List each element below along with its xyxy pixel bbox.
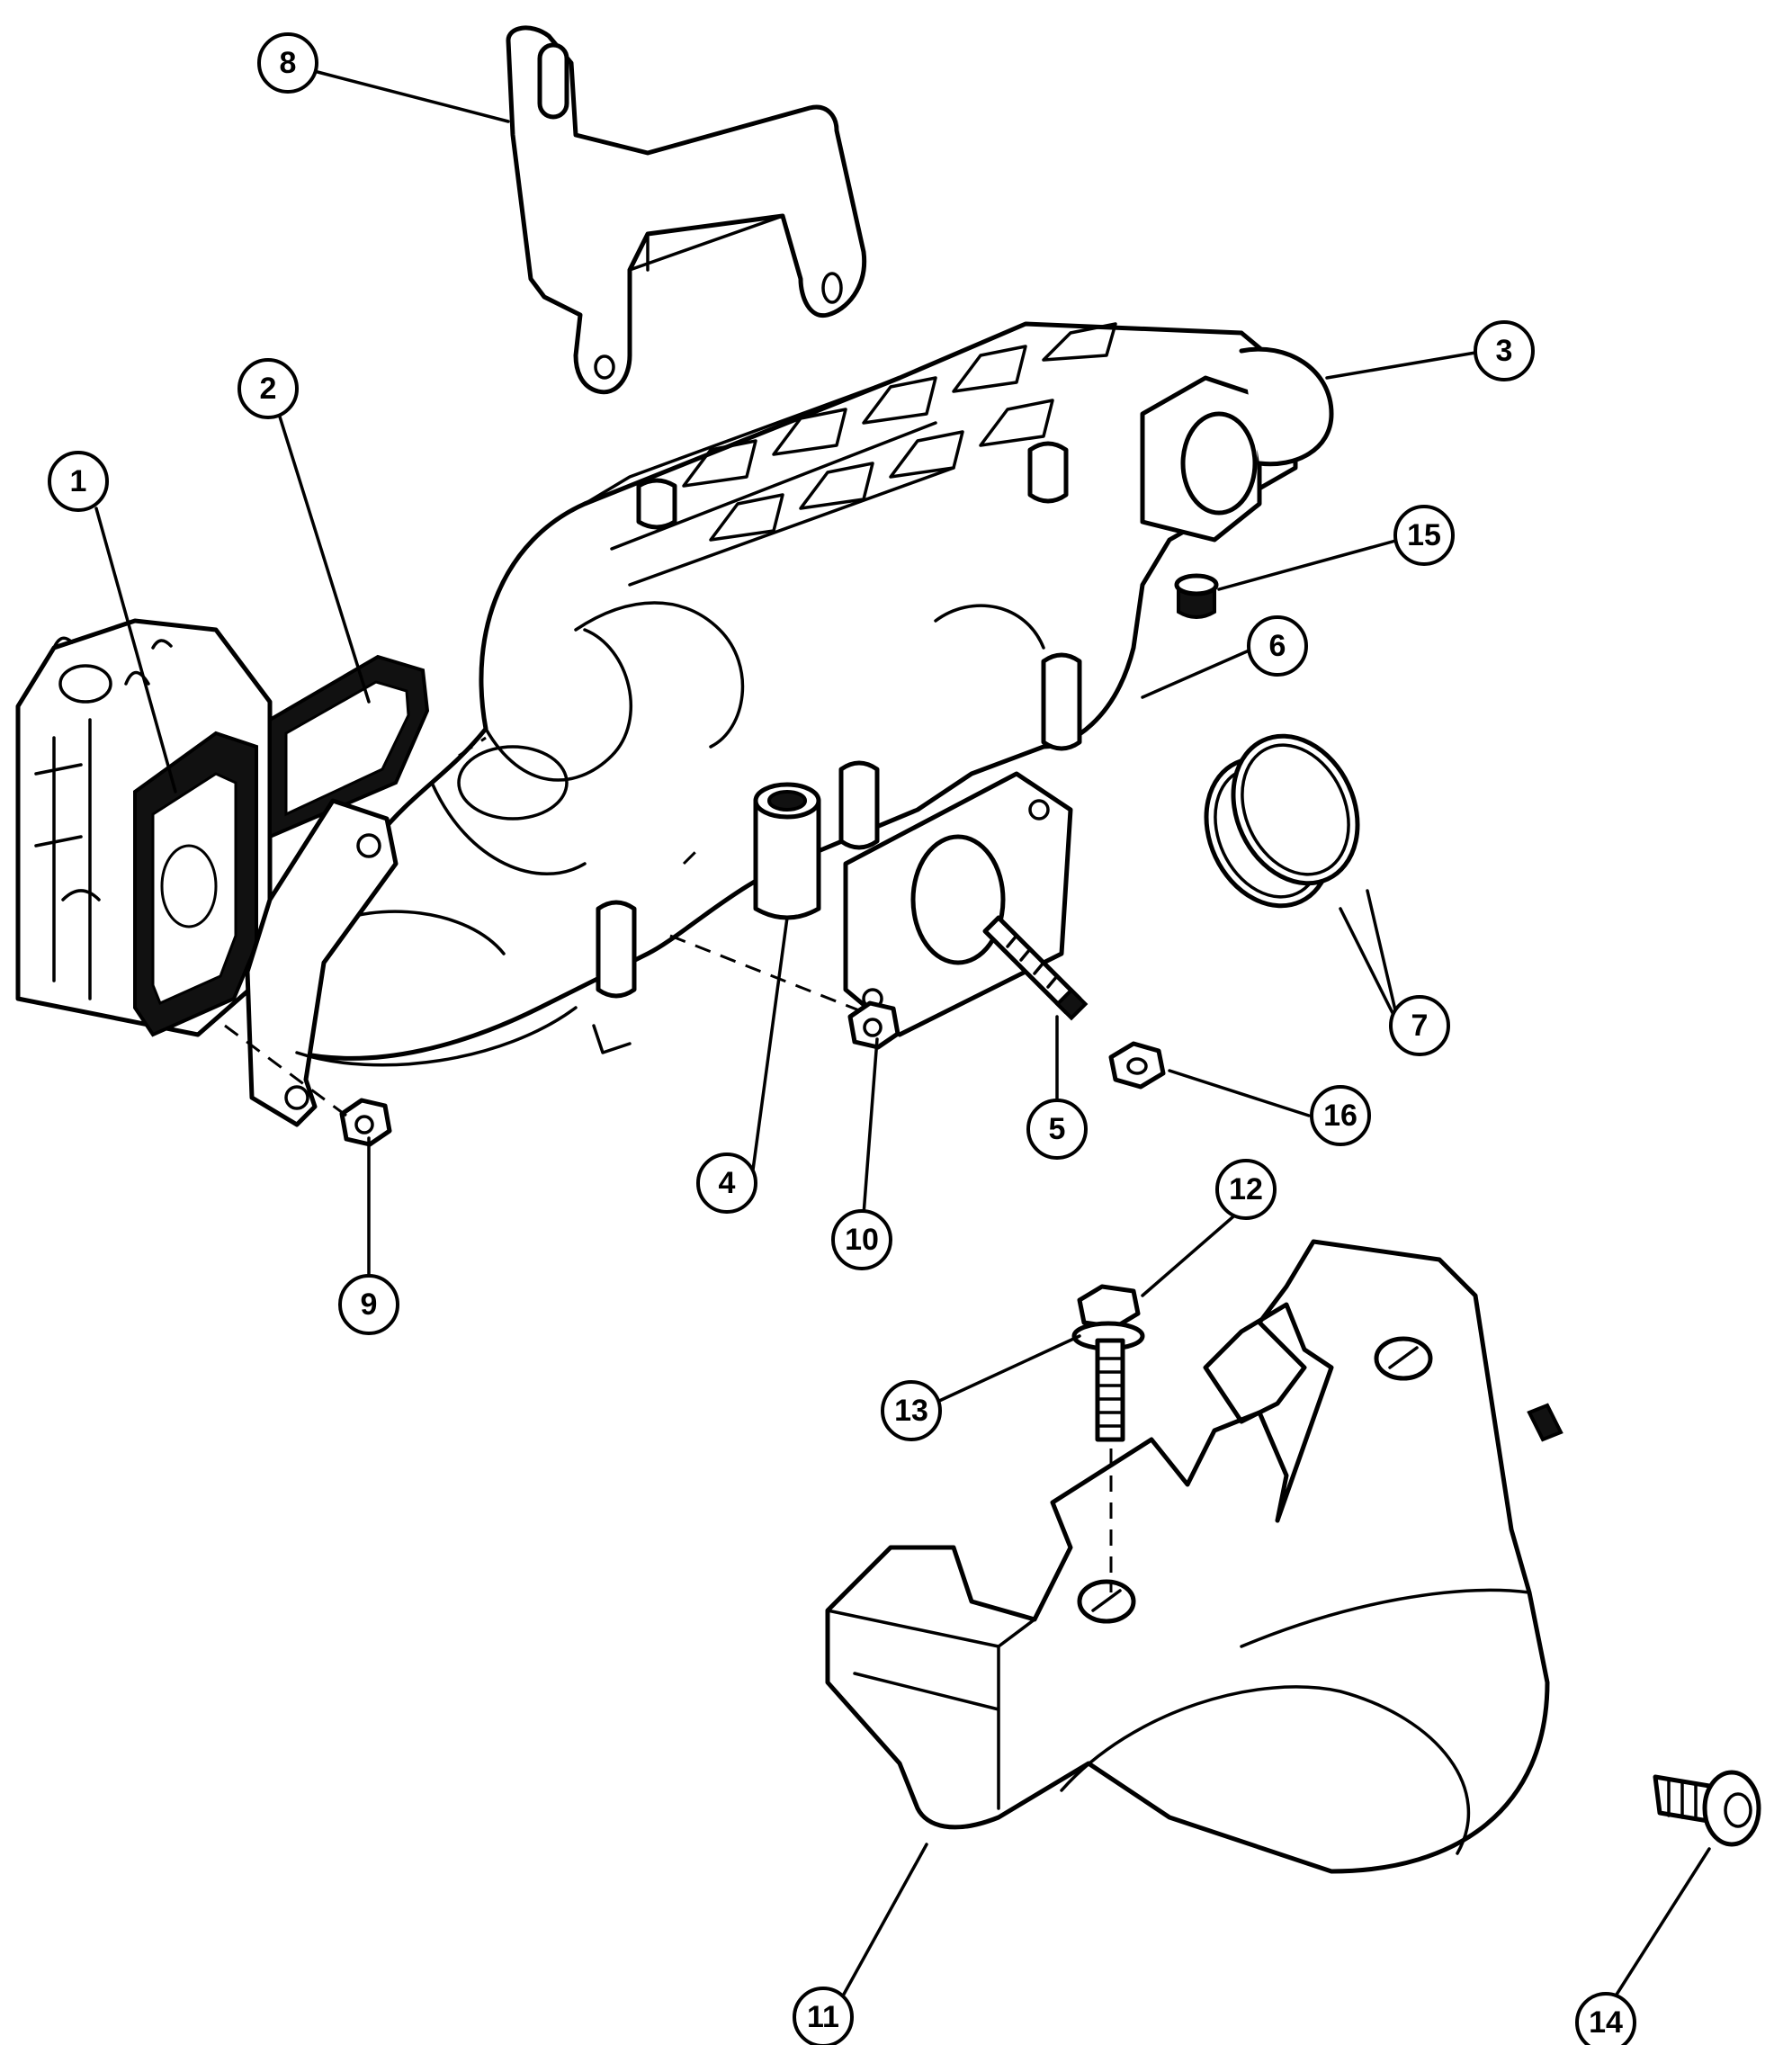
part-6-manifold <box>245 321 1334 1127</box>
callout-5-label: 5 <box>1049 1112 1066 1146</box>
part-7-clamps <box>1204 733 1360 909</box>
callout-11: 11 <box>793 1987 854 2045</box>
callout-15-label: 15 <box>1407 518 1441 552</box>
callout-7-label: 7 <box>1411 1009 1429 1043</box>
callout-12: 12 <box>1215 1159 1277 1220</box>
part-8-bracket <box>506 25 867 395</box>
callout-15: 15 <box>1393 505 1455 566</box>
part-12-13-bolt <box>1071 1284 1145 1442</box>
callout-1-label: 1 <box>70 464 87 498</box>
callout-14-label: 14 <box>1589 2005 1623 2040</box>
callout-7: 7 <box>1389 995 1450 1056</box>
callout-14: 14 <box>1575 1992 1636 2045</box>
callout-10-label: 10 <box>845 1223 879 1257</box>
callout-2: 2 <box>237 358 299 419</box>
part-14-screw <box>1653 1770 1761 1847</box>
callout-13: 13 <box>881 1380 942 1441</box>
part-15-cap <box>1174 573 1219 619</box>
callout-3-label: 3 <box>1496 334 1513 368</box>
callout-16: 16 <box>1310 1085 1371 1146</box>
callout-3: 3 <box>1474 320 1535 381</box>
callout-11-label: 11 <box>807 2000 839 2034</box>
callout-4-label: 4 <box>719 1166 736 1200</box>
leader-lines <box>94 70 1711 2001</box>
part-16-nut <box>1108 1041 1166 1090</box>
callout-2-label: 2 <box>260 372 277 406</box>
callout-13-label: 13 <box>894 1394 928 1428</box>
part-10-nut <box>847 1000 900 1050</box>
callout-1: 1 <box>48 451 109 512</box>
callout-12-label: 12 <box>1229 1172 1263 1206</box>
callout-6-label: 6 <box>1269 629 1286 663</box>
callout-9-label: 9 <box>361 1287 378 1322</box>
callout-6: 6 <box>1247 615 1308 677</box>
part-11-heat-shield <box>825 1239 1564 1874</box>
part-1-gasket <box>133 731 258 1037</box>
callout-4: 4 <box>696 1153 757 1214</box>
callout-9: 9 <box>338 1274 399 1335</box>
part-9-nut <box>339 1098 392 1147</box>
part-2-plate <box>268 654 430 840</box>
callout-10: 10 <box>831 1209 892 1270</box>
part-5-stud <box>982 915 1089 1021</box>
part-4-fitting <box>753 782 821 920</box>
callout-8: 8 <box>257 32 318 94</box>
callout-16-label: 16 <box>1323 1099 1357 1133</box>
callout-8-label: 8 <box>280 46 297 80</box>
callout-5: 5 <box>1026 1099 1088 1160</box>
alignment-lines <box>224 736 1113 1592</box>
